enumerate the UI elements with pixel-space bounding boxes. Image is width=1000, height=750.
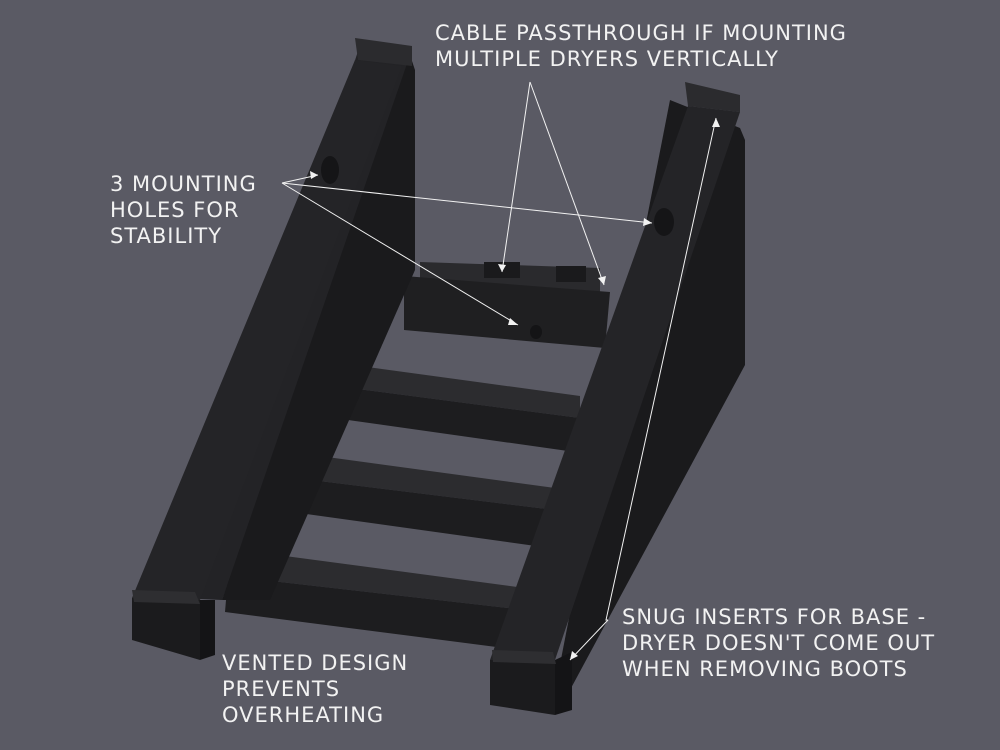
callout-snug-inserts: SNUG INSERTS FOR BASE - DRYER DOESN'T CO…	[622, 604, 935, 682]
slat	[292, 478, 555, 548]
leader-snug-bottom	[569, 619, 609, 661]
callout-line: OVERHEATING	[222, 703, 385, 727]
left-foot	[132, 598, 200, 660]
callout-mounting-holes: 3 MOUNTING HOLES FOR STABILITY	[110, 171, 257, 249]
mounting-hole-center	[530, 325, 542, 339]
leader-mount-right	[281, 182, 653, 224]
leader-lines	[281, 81, 717, 661]
callout-line: CABLE PASSTHROUGH IF MOUNTING	[435, 21, 847, 45]
callout-cable-passthrough: CABLE PASSTHROUGH IF MOUNTING MULTIPLE D…	[435, 20, 847, 72]
callout-line: DRYER DOESN'T COME OUT	[622, 631, 936, 655]
callout-vented-design: VENTED DESIGN PREVENTS OVERHEATING	[222, 650, 408, 728]
slat	[348, 388, 580, 452]
leader-cable-right	[529, 81, 605, 286]
right-foot	[490, 660, 555, 715]
callout-line: STABILITY	[110, 224, 223, 248]
right-rail	[490, 82, 745, 715]
leader-arrowheads	[310, 118, 720, 660]
callout-line: SNUG INSERTS FOR BASE -	[622, 605, 927, 629]
callout-line: HOLES FOR	[110, 198, 240, 222]
left-rail	[132, 38, 415, 660]
leader-cable-left	[501, 81, 531, 273]
callout-line: MULTIPLE DRYERS VERTICALLY	[435, 47, 779, 71]
callout-line: WHEN REMOVING BOOTS	[622, 657, 908, 681]
leader-mount-center	[281, 182, 519, 326]
vented-slats	[225, 262, 610, 650]
callout-line: 3 MOUNTING	[110, 172, 257, 196]
mounting-hole-right	[654, 208, 674, 236]
callout-line: VENTED DESIGN	[222, 651, 409, 675]
slat	[225, 576, 525, 650]
top-crossbar	[404, 276, 610, 348]
mounting-hole-left	[321, 156, 339, 184]
callout-line: PREVENTS	[222, 677, 341, 701]
